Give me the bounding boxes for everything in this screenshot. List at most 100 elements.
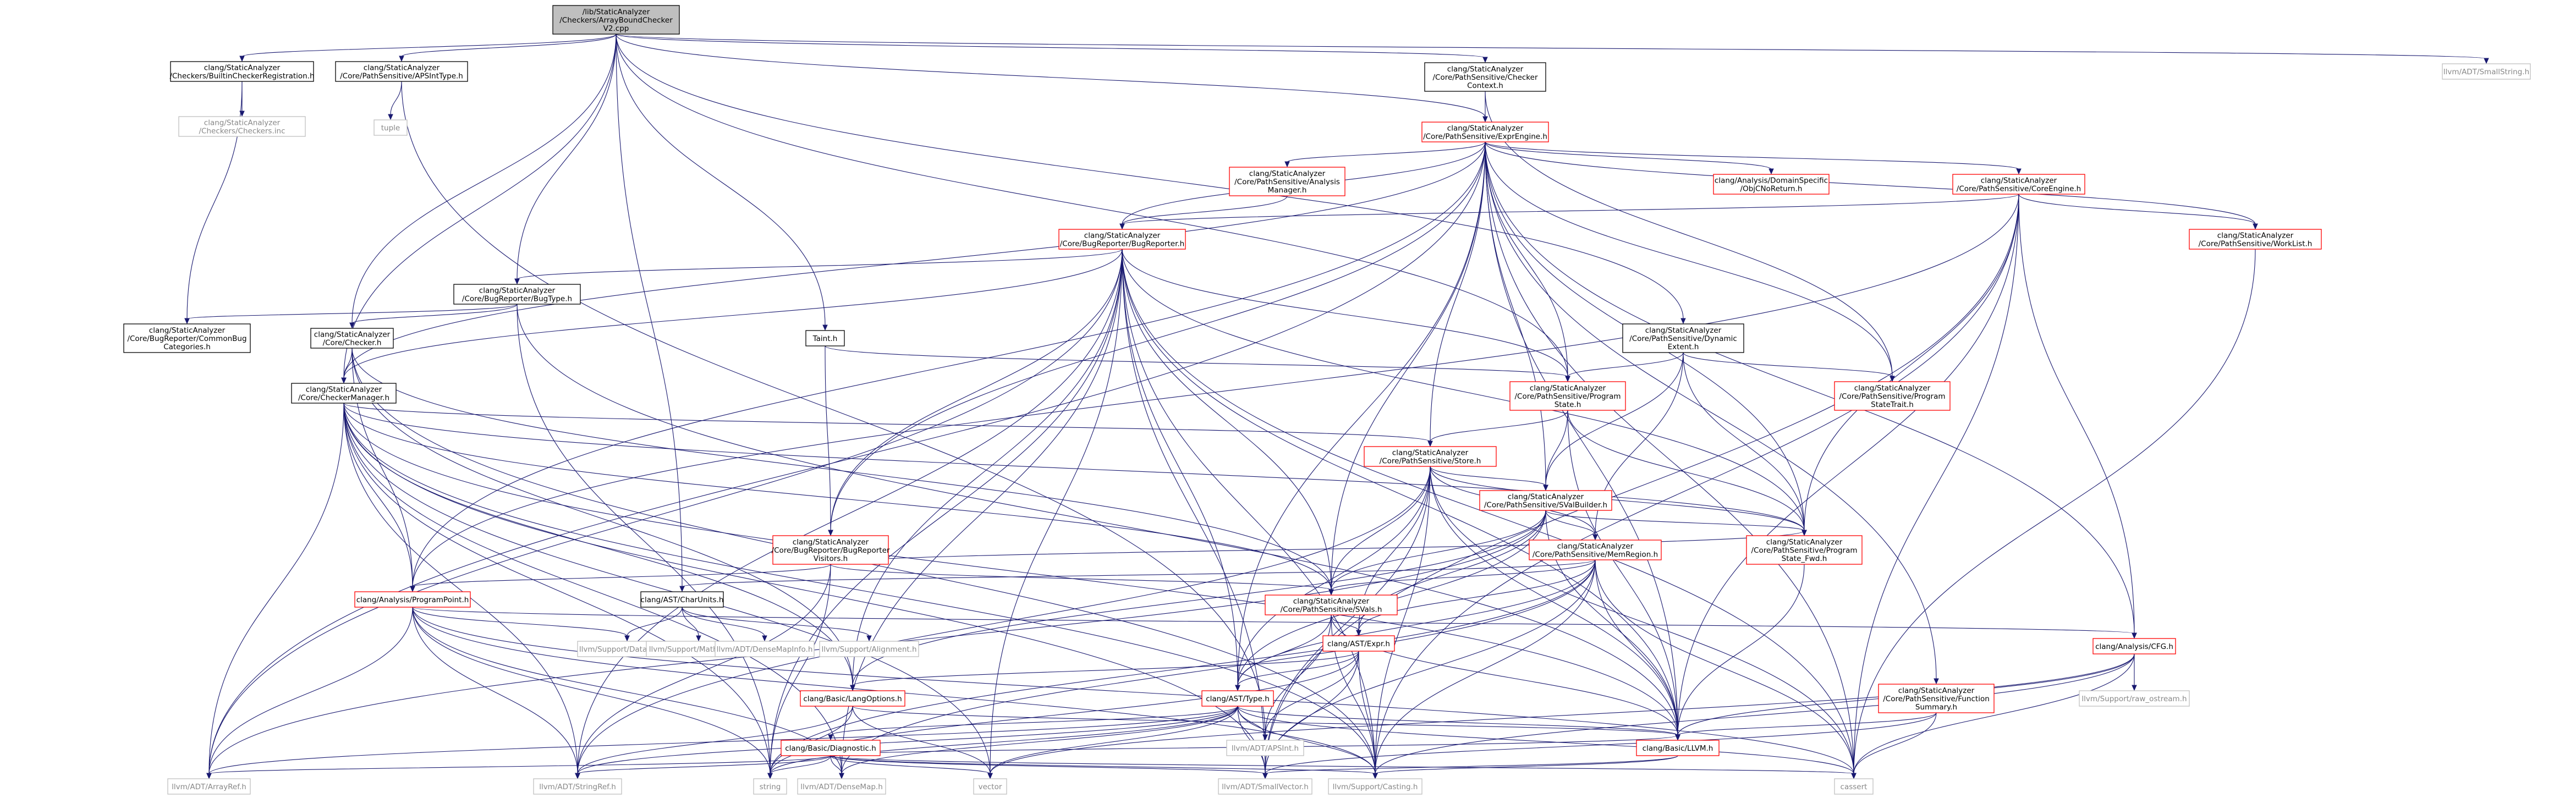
edge-root-to-apsinttype: [399, 34, 617, 62]
node-store[interactable]: clang/StaticAnalyzer/Core/PathSensitive/…: [1364, 446, 1497, 467]
node-stringref: llvm/ADT/StringRef.h: [533, 778, 622, 795]
node-commonbug[interactable]: clang/StaticAnalyzer/Core/BugReporter/Co…: [123, 323, 251, 353]
edge-root-to-taint: [616, 34, 828, 331]
edge-root-to-dynextent: [616, 34, 1686, 324]
edge-memregion-to-llvmh: [1595, 559, 1680, 741]
node-label: /lib/StaticAnalyzer: [583, 8, 650, 16]
node-memregion[interactable]: clang/StaticAnalyzer/Core/PathSensitive/…: [1529, 540, 1662, 560]
node-apsinttype[interactable]: clang/StaticAnalyzer/Core/PathSensitive/…: [335, 61, 468, 82]
node-checkercontext[interactable]: clang/StaticAnalyzer/Core/PathSensitive/…: [1424, 62, 1546, 92]
node-label: /Core/PathSensitive/ExprEngine.h: [1423, 133, 1547, 141]
edge-bugtype-to-commonbug: [184, 304, 518, 324]
node-exprengine[interactable]: clang/StaticAnalyzer/Core/PathSensitive/…: [1421, 122, 1549, 142]
node-programpoint[interactable]: clang/Analysis/ProgramPoint.h: [354, 591, 471, 608]
node-svals[interactable]: clang/StaticAnalyzer/Core/PathSensitive/…: [1265, 595, 1398, 615]
edge-astexpr-to-asttype: [1235, 651, 1359, 691]
node-label: clang/Basic/LangOptions.h: [803, 695, 902, 703]
node-label: clang/StaticAnalyzer: [1981, 177, 2057, 185]
node-programstatefwd[interactable]: clang/StaticAnalyzer/Core/PathSensitive/…: [1746, 535, 1863, 565]
node-builtinreg[interactable]: clang/StaticAnalyzer/Checkers/BuiltinChe…: [169, 61, 315, 82]
edge-svals-to-asttype: [1235, 614, 1332, 691]
node-label: clang/StaticAnalyzer: [149, 326, 226, 335]
edge-coreengine-to-llvmh: [1675, 194, 2019, 741]
node-coreengine[interactable]: clang/StaticAnalyzer/Core/PathSensitive/…: [1952, 174, 2085, 195]
graph-edges: [184, 34, 2489, 779]
edge-programstate-to-programstatefwd: [1567, 410, 1807, 536]
node-label: string: [760, 783, 781, 791]
node-label: clang/StaticAnalyzer: [204, 64, 281, 73]
edge-programpoint-to-datatypes: [412, 607, 630, 642]
edge-programstate-to-store: [1427, 410, 1568, 447]
edge-astexpr-to-langoptions: [850, 651, 1359, 691]
node-bugvisitors[interactable]: clang/StaticAnalyzer/Core/BugReporter/Bu…: [772, 535, 890, 565]
node-label: Context.h: [1467, 81, 1503, 90]
node-label: /Core/PathSensitive/Function: [1883, 695, 1990, 703]
node-cfg[interactable]: clang/Analysis/CFG.h: [2092, 638, 2176, 654]
edge-asttype-to-diagnostic: [828, 706, 1238, 741]
edge-checkermanager-to-arrayref: [206, 403, 344, 779]
node-langoptions[interactable]: clang/Basic/LangOptions.h: [800, 690, 905, 707]
node-programstate[interactable]: clang/StaticAnalyzer/Core/PathSensitive/…: [1509, 381, 1626, 411]
node-apsint: llvm/ADT/APSInt.h: [1226, 740, 1304, 756]
node-charunits[interactable]: clang/AST/CharUnits.h: [640, 591, 724, 608]
node-label: clang/AST/Type.h: [1206, 695, 1270, 703]
node-alignment: llvm/Support/Alignment.h: [819, 641, 919, 657]
edge-exprengine-to-svalbuilder: [1485, 141, 1548, 491]
edge-coreengine-to-programpoint: [410, 194, 2019, 592]
node-funcsummary[interactable]: clang/StaticAnalyzer/Core/PathSensitive/…: [1878, 684, 1995, 713]
node-diagnostic[interactable]: clang/Basic/Diagnostic.h: [781, 740, 881, 756]
node-vector: vector: [973, 778, 1007, 795]
edge-root-to-exprengine: [616, 34, 1488, 123]
node-worklist[interactable]: clang/StaticAnalyzer/Core/PathSensitive/…: [2189, 229, 2322, 250]
edge-dynextent-to-programstate: [1565, 352, 1684, 382]
node-checker[interactable]: clang/StaticAnalyzer/Core/Checker.h: [310, 328, 394, 349]
node-label: Summary.h: [1915, 703, 1957, 712]
edge-svals-to-astexpr: [1331, 614, 1361, 636]
node-label: Visitors.h: [814, 554, 848, 563]
node-label: /Core/PathSensitive/CoreEngine.h: [1957, 185, 2081, 194]
node-label: /Core/PathSensitive/Program: [1514, 392, 1621, 401]
node-label: clang/StaticAnalyzer: [204, 119, 281, 128]
edge-charunits-to-datatypes: [624, 607, 683, 642]
edge-funcsummary-to-llvmh: [1675, 712, 1937, 741]
node-root[interactable]: /lib/StaticAnalyzer/Checkers/ArrayBoundC…: [552, 5, 680, 35]
edge-cfg-to-cassert: [1851, 653, 2135, 779]
node-label: clang/StaticAnalyzer: [314, 331, 391, 339]
edge-bugreporter-to-bugtype: [514, 249, 1123, 285]
edge-cfg-to-casting: [1372, 653, 2135, 779]
node-label: /ObjCNoReturn.h: [1740, 185, 1803, 194]
edge-diagnostic-to-casting: [830, 755, 1378, 779]
node-svalbuilder[interactable]: clang/StaticAnalyzer/Core/PathSensitive/…: [1479, 490, 1612, 511]
node-llvmh[interactable]: clang/Basic/LLVM.h: [1636, 740, 1720, 756]
edge-exprengine-to-arrayref: [206, 141, 1486, 779]
node-objcnoreturn[interactable]: clang/Analysis/DomainSpecific/ObjCNoRetu…: [1713, 174, 1830, 195]
node-analysismgr[interactable]: clang/StaticAnalyzer/Core/PathSensitive/…: [1229, 167, 1345, 196]
node-asttype[interactable]: clang/AST/Type.h: [1201, 690, 1274, 707]
node-label: clang/StaticAnalyzer: [1898, 686, 1975, 695]
node-densemapinfo: llvm/ADT/DenseMapInfo.h: [715, 641, 815, 657]
node-programstatetrait[interactable]: clang/StaticAnalyzer/Core/PathSensitive/…: [1834, 381, 1951, 411]
edge-charunits-to-densemapinfo: [682, 607, 767, 642]
node-bugtype[interactable]: clang/StaticAnalyzer/Core/BugReporter/Bu…: [453, 284, 581, 305]
node-dynextent[interactable]: clang/StaticAnalyzer/Core/PathSensitive/…: [1622, 323, 1744, 353]
node-label: clang/StaticAnalyzer: [1084, 232, 1161, 240]
node-label: /Checkers/BuiltinCheckerRegistration.h: [169, 72, 314, 81]
node-label: /Core/PathSensitive/Dynamic: [1629, 334, 1737, 343]
node-astexpr[interactable]: clang/AST/Expr.h: [1322, 635, 1395, 652]
edge-checker-to-langoptions: [351, 348, 855, 691]
node-densemap: llvm/ADT/DenseMap.h: [797, 778, 886, 795]
node-bugreporter[interactable]: clang/StaticAnalyzer/Core/BugReporter/Bu…: [1058, 229, 1186, 250]
edge-memregion-to-charunits: [679, 559, 1596, 592]
node-label: /Core/BugReporter/BugType.h: [462, 295, 572, 304]
edge-diagnostic-to-smallvector: [830, 755, 1268, 779]
node-label: llvm/ADT/SmallVector.h: [1222, 783, 1309, 791]
node-label: /Core/BugReporter/BugReporter.h: [1060, 240, 1185, 249]
node-label: clang/StaticAnalyzer: [1447, 124, 1524, 133]
node-label: /Core/PathSensitive/WorkList.h: [2199, 240, 2313, 249]
edge-exprengine-to-funcsummary: [1485, 141, 1939, 685]
node-label: vector: [979, 783, 1002, 791]
edge-dynextent-to-svalbuilder: [1543, 352, 1684, 491]
node-label: clang/StaticAnalyzer: [793, 538, 869, 547]
node-taint[interactable]: Taint.h: [805, 330, 845, 346]
node-checkermanager[interactable]: clang/StaticAnalyzer/Core/CheckerManager…: [291, 383, 397, 404]
